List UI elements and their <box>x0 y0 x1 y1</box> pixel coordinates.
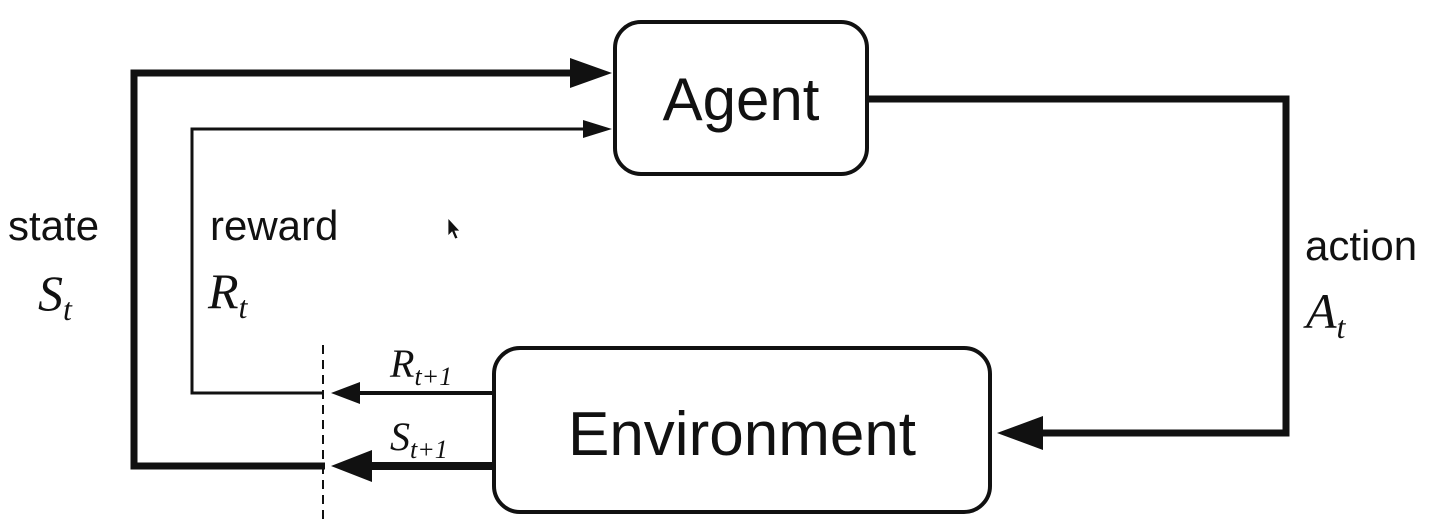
action-subscript: t <box>1337 309 1347 345</box>
action-symbol: A <box>1303 283 1337 339</box>
action-arrowhead <box>997 416 1043 450</box>
reward-symbol: R <box>207 263 239 319</box>
next-state-label: St+1 <box>390 414 448 464</box>
reward-symbol-group: Rt <box>207 263 249 325</box>
reward-subscript: t <box>239 289 249 325</box>
next-reward-symbol: R <box>389 341 414 386</box>
next-reward-subscript: t+1 <box>414 362 452 391</box>
next-state-arrowhead <box>331 450 372 482</box>
action-line <box>868 95 1290 437</box>
state-symbol: S <box>38 265 63 321</box>
next-reward-label: Rt+1 <box>389 341 452 391</box>
action-word: action <box>1305 222 1417 269</box>
state-arrowhead <box>570 58 612 88</box>
mouse-cursor-icon <box>447 216 461 240</box>
agent-label: Agent <box>663 66 820 133</box>
environment-label: Environment <box>568 400 916 469</box>
next-state-symbol: S <box>390 414 410 459</box>
state-word: state <box>8 202 99 249</box>
reward-arrowhead <box>583 120 612 138</box>
environment-box <box>492 346 992 514</box>
reward-line <box>190 127 590 395</box>
state-subscript: t <box>63 291 73 327</box>
next-reward-arrowhead <box>331 382 360 404</box>
reward-word: reward <box>210 202 338 249</box>
state-line <box>130 69 575 470</box>
next-state-subscript: t+1 <box>410 435 448 464</box>
state-symbol-group: St <box>38 265 73 327</box>
action-symbol-group: At <box>1303 283 1347 345</box>
agent-box <box>613 20 869 176</box>
